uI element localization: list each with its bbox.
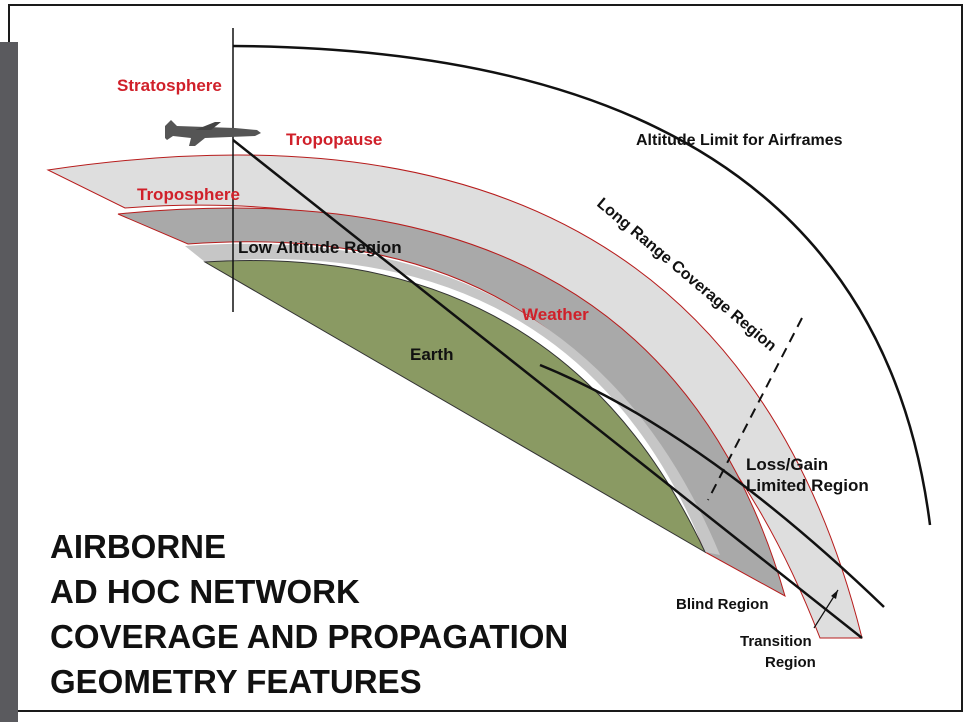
title-line-1: AIRBORNE — [50, 528, 226, 565]
altitude-limit-arc — [232, 44, 932, 526]
transition-arrow-head — [831, 590, 838, 599]
weather-band — [117, 207, 786, 598]
airplane-icon — [165, 120, 261, 146]
label-blind-region: Blind Region — [676, 596, 769, 613]
label-earth: Earth — [410, 345, 453, 364]
label-transition-2: Region — [765, 654, 816, 671]
label-loss-gain-1: Loss/Gain — [746, 455, 828, 474]
label-altitude-limit: Altitude Limit for Airframes — [636, 132, 843, 149]
dashed-boundary — [707, 317, 803, 501]
side-bar — [0, 42, 18, 722]
label-troposphere: Troposphere — [137, 185, 240, 204]
line-of-sight-1 — [232, 139, 863, 639]
line-of-sight-2 — [539, 363, 885, 608]
label-low-altitude: Low Altitude Region — [238, 238, 402, 257]
label-transition-1: Transition — [740, 633, 812, 650]
title-line-3: COVERAGE AND PROPAGATION — [50, 618, 568, 655]
label-weather: Weather — [522, 305, 589, 324]
title-line-4: GEOMETRY FEATURES — [50, 663, 422, 700]
label-loss-gain-2: Limited Region — [746, 476, 869, 495]
label-tropopause: Tropopause — [286, 130, 382, 149]
title-line-2: AD HOC NETWORK — [50, 573, 360, 610]
label-stratosphere: Stratosphere — [117, 76, 222, 95]
